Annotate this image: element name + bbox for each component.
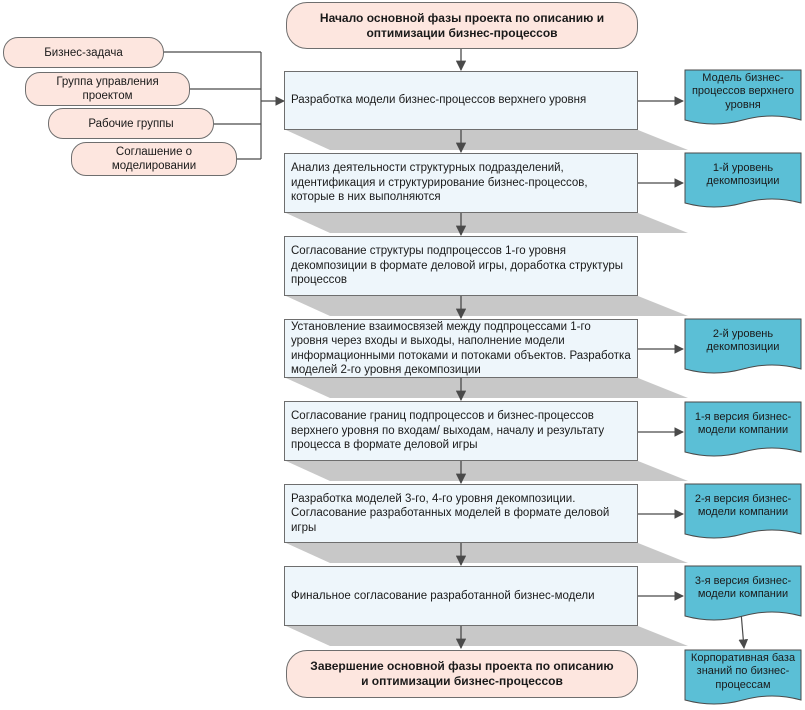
input-business-task: Бизнес-задача xyxy=(3,37,164,68)
doc-shape-6 xyxy=(684,565,802,621)
process-step-2: Анализ деятельности структурных подразде… xyxy=(284,153,638,213)
output-doc-4: 1-я версия бизнес-модели компании xyxy=(694,410,792,437)
output-doc-5: 2-я версия бизнес-модели компании xyxy=(694,492,792,519)
doc-shape-2 xyxy=(684,152,802,208)
doc-shape-4 xyxy=(684,401,802,457)
output-doc-3: 2-й уровень декомпозиции xyxy=(706,327,780,354)
output-doc-6: 3-я версия бизнес-модели компании xyxy=(694,574,792,601)
doc-shape-1 xyxy=(684,69,802,125)
process-step-3: Согласование структуры подпроцессов 1-го… xyxy=(284,236,638,296)
end-terminal: Завершение основной фазы проекта по опис… xyxy=(286,650,638,698)
input-project-management-group: Группа управления проектом xyxy=(25,72,190,106)
doc-shape-5 xyxy=(684,483,802,539)
input-connectors xyxy=(164,51,285,160)
process-step-1: Разработка модели бизнес-процессов верхн… xyxy=(284,71,638,130)
output-doc-1: Модель бизнес-процессов верхнего уровня xyxy=(691,71,795,111)
step-shadows xyxy=(286,130,688,646)
process-step-7: Финальное согласование разработанной биз… xyxy=(284,566,638,626)
input-working-groups: Рабочие группы xyxy=(48,108,214,139)
start-terminal: Начало основной фазы проекта по описанию… xyxy=(286,2,638,49)
process-step-5: Согласование границ подпроцессов и бизне… xyxy=(284,401,638,461)
output-doc-7: Корпоративная база знаний по бизнес-проц… xyxy=(690,651,796,691)
doc-shape-7 xyxy=(684,649,802,705)
document-shapes xyxy=(684,69,802,705)
input-modeling-agreement: Соглашение о моделировании xyxy=(71,142,237,176)
doc-shape-3 xyxy=(684,318,802,374)
output-doc-2: 1-й уровень декомпозиции xyxy=(706,161,780,188)
output-arrows xyxy=(638,96,749,649)
process-step-4: Установление взаимосвязей между подпроце… xyxy=(284,319,638,378)
process-step-6: Разработка моделей 3-го, 4-го уровня дек… xyxy=(284,484,638,543)
